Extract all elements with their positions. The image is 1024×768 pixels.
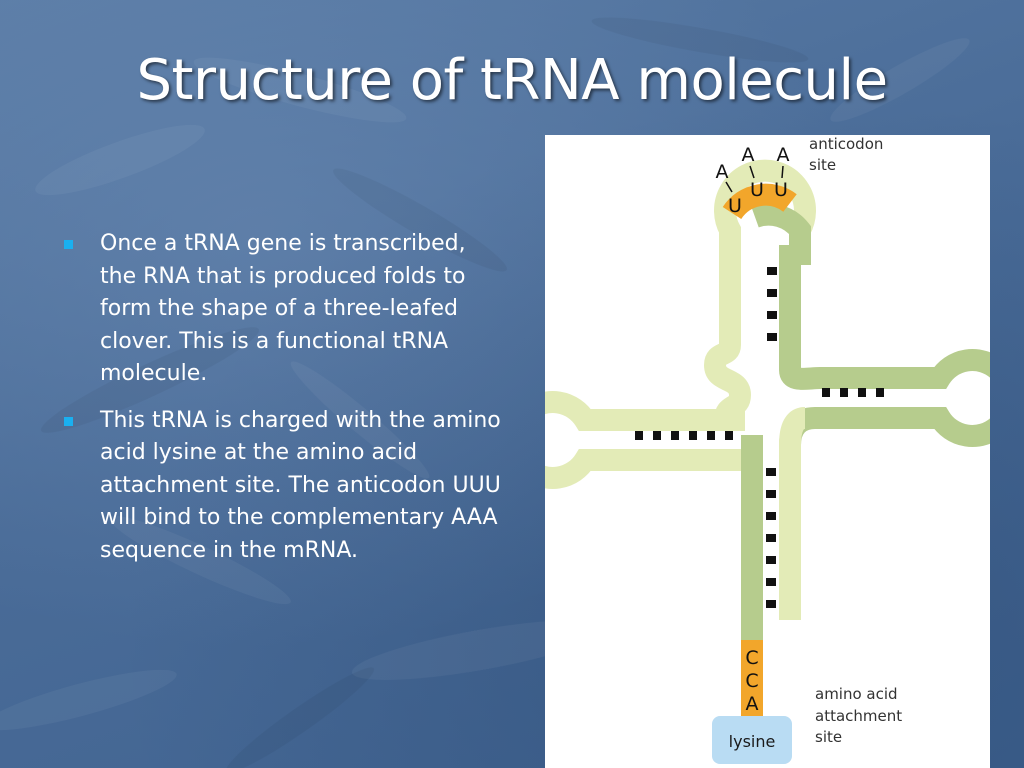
codon-base: A xyxy=(716,161,729,183)
bullet-square-icon xyxy=(64,240,73,249)
bullet-item: This tRNA is charged with the amino acid… xyxy=(62,405,502,568)
lysine-label: lysine xyxy=(729,732,776,751)
attachment-site-label: amino acid xyxy=(815,685,898,703)
slide-title: Structure of tRNA molecule xyxy=(136,48,888,113)
attachment-site-label: attachment xyxy=(815,707,902,725)
trna-diagram: U U U A A A anticodon site C C A amino a… xyxy=(545,135,990,764)
anticodon-stem xyxy=(719,245,801,370)
codon-base: A xyxy=(777,144,790,166)
acceptor-base: C xyxy=(745,647,758,669)
anticodon-base: U xyxy=(750,179,764,201)
bullet-text: Once a tRNA gene is transcribed, the RNA… xyxy=(100,231,466,386)
attachment-site-label: site xyxy=(815,728,842,746)
bullet-item: Once a tRNA gene is transcribed, the RNA… xyxy=(62,228,502,391)
anticodon-loop xyxy=(714,159,816,265)
anticodon-site-label: site xyxy=(809,156,836,174)
d-loop xyxy=(545,391,745,489)
base-pairs xyxy=(635,267,884,608)
acceptor-stem xyxy=(741,435,801,720)
bullet-text: This tRNA is charged with the amino acid… xyxy=(100,407,501,563)
acceptor-bases: C C A xyxy=(745,647,758,715)
codon-pair-ticks xyxy=(725,165,784,193)
d-arm-connector xyxy=(703,342,752,422)
anticodon-bases: U U U xyxy=(728,179,788,217)
codon-base: A xyxy=(742,144,755,166)
bullet-list: Once a tRNA gene is transcribed, the RNA… xyxy=(62,228,502,581)
codon-bases: A A A xyxy=(716,144,790,183)
anticodon-base: U xyxy=(774,179,788,201)
trna-diagram-panel: U U U A A A anticodon site C C A amino a… xyxy=(545,135,990,768)
bullet-square-icon xyxy=(64,416,73,426)
acceptor-base: C xyxy=(745,670,758,692)
acceptor-base: A xyxy=(746,693,759,715)
anticodon-site-label: anticodon xyxy=(809,135,883,153)
lysine-box xyxy=(712,716,792,764)
t-loop xyxy=(779,349,990,447)
anticodon-base: U xyxy=(728,195,742,217)
